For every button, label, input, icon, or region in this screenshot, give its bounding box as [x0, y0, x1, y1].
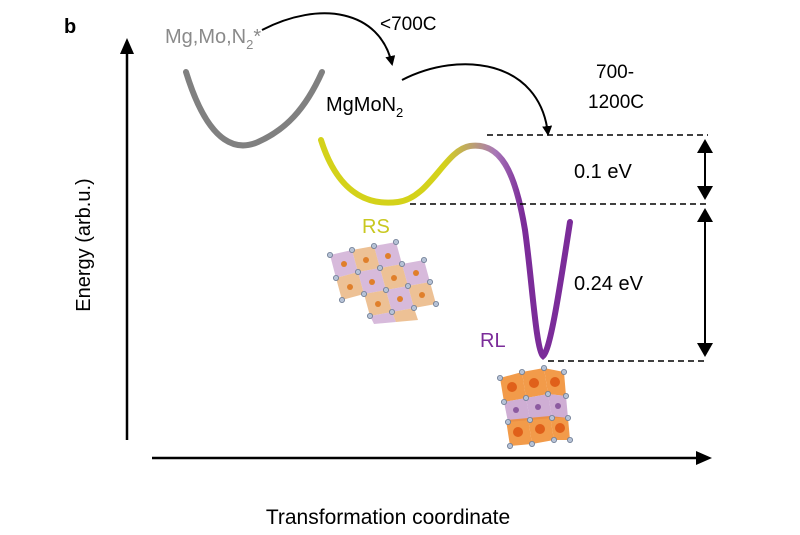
energy-gap-label-2: 0.24 eV	[574, 273, 644, 295]
y-axis	[120, 38, 134, 440]
transition-label-2-line2: 1200C	[588, 92, 644, 113]
transition-label-2-line1: 700-	[596, 62, 634, 83]
energy-gap-label-1: 0.1 eV	[574, 161, 632, 183]
energy-gap-arrow-2	[697, 208, 713, 357]
transition-arrow-1	[261, 12, 396, 66]
precursor-label: Mg,Mo,N2*	[165, 26, 261, 52]
x-axis	[152, 451, 712, 465]
transition-arrow-2	[401, 63, 553, 136]
panel-label: b	[64, 16, 76, 38]
rl-label: RL	[480, 330, 506, 352]
x-axis-label: Transformation coordinate	[266, 506, 510, 529]
transition-label-1: <700C	[380, 14, 437, 35]
rl-crystal-structure	[496, 364, 574, 449]
energy-gap-arrow-1	[697, 139, 713, 200]
y-axis-label: Energy (arb.u.)	[73, 178, 95, 311]
rs-rl-energy-curve	[318, 137, 573, 360]
rs-label: RS	[362, 216, 390, 238]
rs-crystal-structure	[326, 238, 439, 324]
product-label: MgMoN2	[326, 94, 403, 120]
precursor-well-curve	[183, 69, 325, 149]
